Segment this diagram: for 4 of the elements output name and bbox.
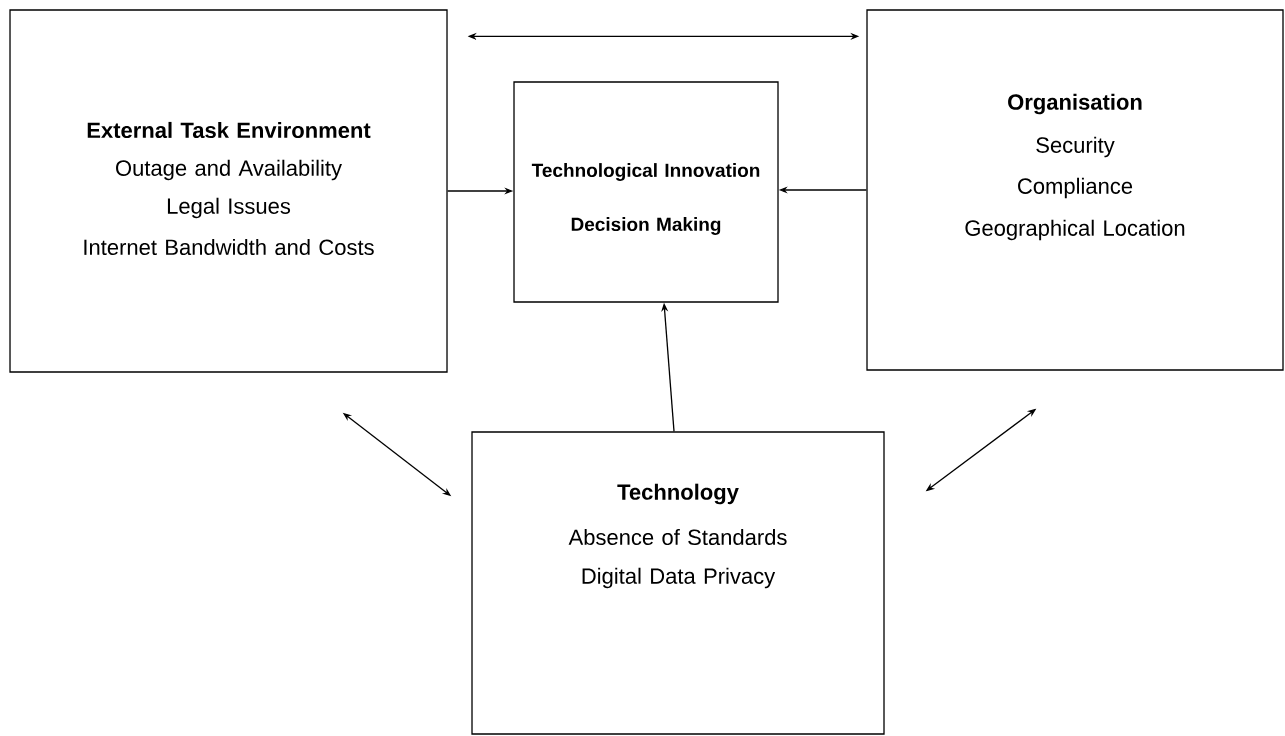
text-box: Organisation Security Compliance Geographical Location (866, 9, 1284, 371)
text-box: Technological Innovation Decision Making (513, 81, 779, 303)
text-box: External Task Environment Outage and Availability Legal Issues Internet Bandwidth and Costs (9, 9, 448, 373)
text-box: Technology Absence of Standards Digital Data Privacy (471, 431, 885, 735)
